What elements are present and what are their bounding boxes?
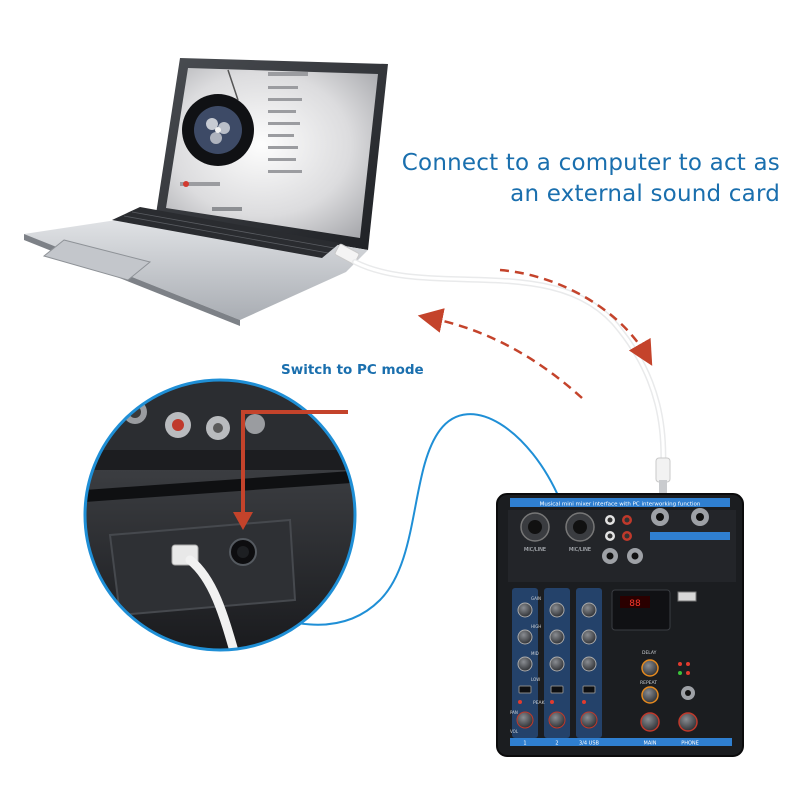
headline-line-1: Connect to a computer to act as bbox=[401, 150, 780, 176]
zoom-ring bbox=[83, 378, 357, 652]
svg-text:LOW: LOW bbox=[531, 677, 540, 682]
usb-cable bbox=[334, 243, 671, 496]
callout-connector bbox=[234, 413, 561, 626]
mixer-banner-text: Musical mini mixer interface with PC int… bbox=[540, 502, 701, 508]
input-label-1: MIC/LINE bbox=[524, 547, 546, 553]
album-disc-icon bbox=[182, 94, 254, 166]
svg-text:HIGH: HIGH bbox=[531, 624, 541, 629]
laptop bbox=[24, 58, 388, 326]
data-flow-arrows bbox=[417, 268, 653, 399]
xlr-input-2 bbox=[565, 512, 595, 542]
channel-label-strip bbox=[510, 738, 732, 746]
peak-label: PEAK bbox=[533, 700, 546, 706]
svg-text:3/4 USB: 3/4 USB bbox=[579, 741, 599, 747]
main-vol-knob bbox=[640, 712, 660, 732]
rca-jacks bbox=[605, 515, 632, 541]
input-label-2: MIC/LINE bbox=[569, 547, 591, 553]
headline-line-2: an external sound card bbox=[510, 181, 780, 207]
channel-strips bbox=[512, 588, 602, 738]
zoom-detail bbox=[83, 378, 357, 652]
phone-vol-knob bbox=[678, 712, 698, 732]
usb-player-module: 88 bbox=[611, 589, 697, 631]
quarter-inch-jacks bbox=[602, 508, 709, 564]
switch-caption: Switch to PC mode bbox=[281, 362, 424, 378]
status-leds bbox=[678, 662, 690, 675]
svg-text:GAIN: GAIN bbox=[531, 596, 541, 601]
svg-text:MID: MID bbox=[531, 651, 539, 656]
svg-text:PAN: PAN bbox=[510, 710, 518, 715]
laptop-touchpad bbox=[42, 239, 152, 281]
delay-knob bbox=[641, 659, 659, 677]
svg-text:VOL: VOL bbox=[510, 729, 519, 734]
audio-mixer: Musical mini mixer interface with PC int… bbox=[496, 493, 744, 757]
delay-label: DELAY bbox=[642, 650, 657, 656]
laptop-keyboard bbox=[112, 207, 340, 258]
svg-text:2: 2 bbox=[555, 741, 558, 747]
arrow-to-mixer bbox=[499, 268, 653, 366]
svg-text:PHONE: PHONE bbox=[681, 741, 699, 747]
pc-mode-switch-icon bbox=[229, 538, 257, 566]
svg-text:MAIN: MAIN bbox=[644, 741, 657, 747]
repeat-knob bbox=[641, 686, 659, 704]
xlr-input-1 bbox=[520, 512, 550, 542]
svg-text:1: 1 bbox=[523, 741, 526, 747]
led-display: 88 bbox=[629, 599, 641, 609]
screen-playlist bbox=[180, 72, 308, 187]
headline: Connect to a computer to act as an exter… bbox=[360, 148, 780, 210]
arrow-to-computer bbox=[417, 308, 583, 399]
repeat-label: REPEAT bbox=[640, 680, 657, 686]
mixer-banner bbox=[510, 498, 730, 507]
switch-pointer-arrow bbox=[233, 410, 348, 530]
